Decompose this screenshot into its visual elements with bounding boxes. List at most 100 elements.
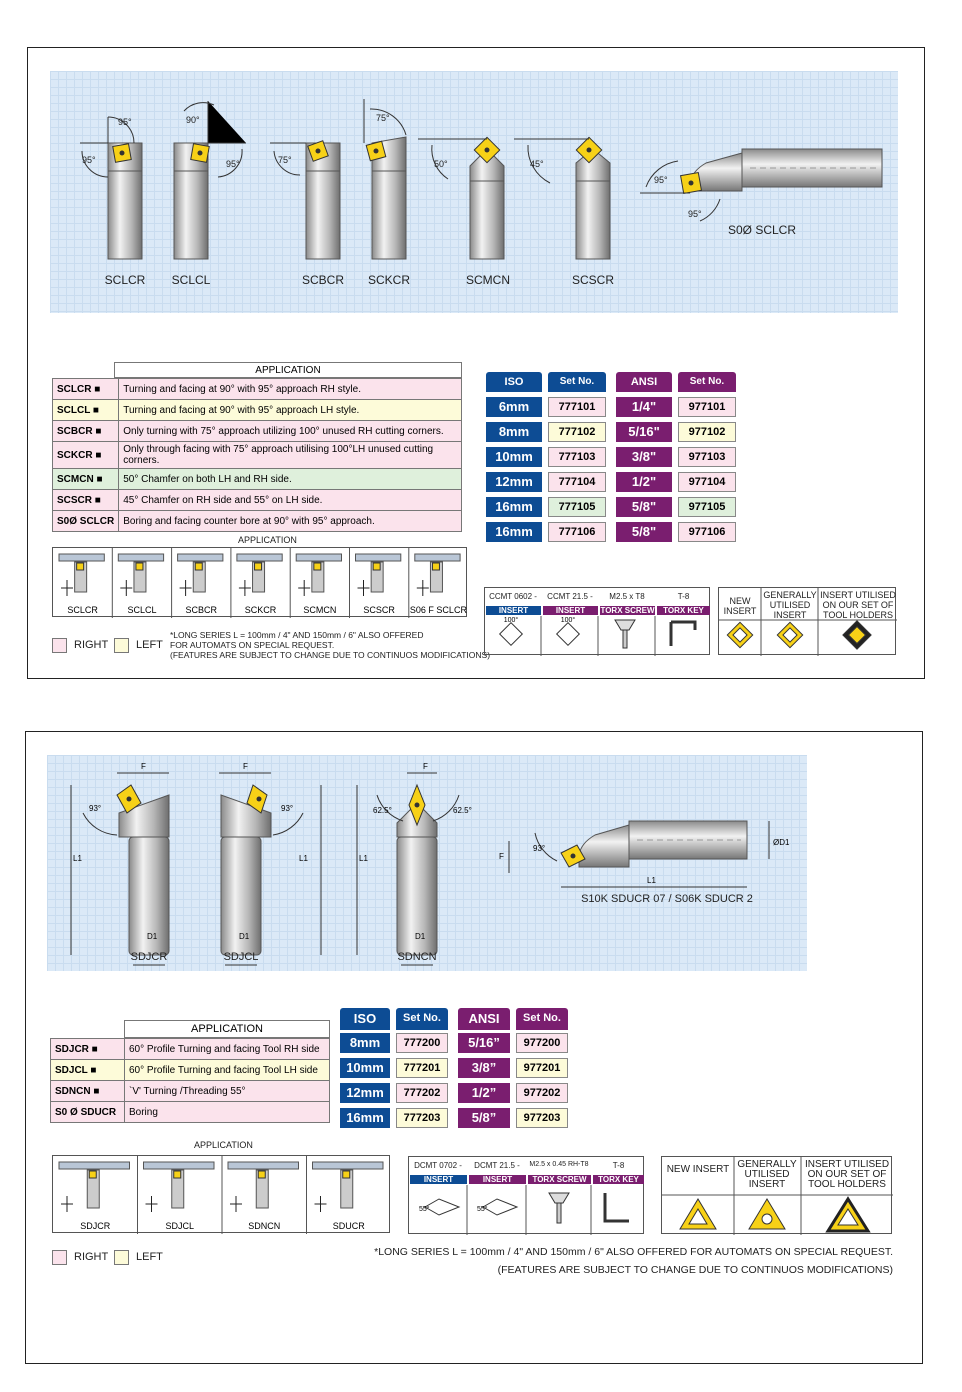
size-cell-set: 777106 [548, 522, 606, 542]
legend-right-swatch [52, 1250, 67, 1265]
tool-holders-illustration: 95° 95° 90° 95° 75° 75° 50° 45° 95° 95° [80, 99, 883, 260]
parts-tag: INSERT [543, 606, 598, 615]
angle-label: 50° [434, 159, 448, 169]
application-icon-label: SDNCN [248, 1221, 280, 1231]
legend-right-label: RIGHT [74, 1251, 109, 1263]
angle-label: 95° [226, 159, 240, 169]
application-icon: SDNCN [227, 1161, 299, 1231]
desc-cell: Turning and facing at 90° with 95° appro… [118, 399, 462, 421]
application-icon: SCBCR [177, 553, 224, 615]
size-cell-iso: 16mm [486, 522, 542, 542]
dim-l1-label: L1 [359, 854, 368, 863]
tool-sducr [508, 820, 770, 888]
insert-angle-label: 55° [477, 1205, 488, 1213]
desc-cell: 50° Chamfer on both LH and RH side. [118, 468, 462, 490]
code-cell: S0Ø SCLCR [51, 510, 120, 532]
application-header: APPLICATION [114, 362, 462, 378]
table-row: SCMCN ■50° Chamfer on both LH and RH sid… [51, 468, 462, 490]
size-cell-set2: 977202 [516, 1083, 568, 1103]
size-cell-set2: 977103 [678, 447, 736, 467]
footnote: *LONG SERIES L = 100mm / 4" AND 150mm / … [170, 630, 491, 660]
application-icon: S06 F SCLCR [410, 553, 467, 615]
desc-cell: Only turning with 75° approach utilizing… [118, 420, 462, 442]
iso-header: ISO [486, 372, 542, 392]
application-icon: SCLCR [58, 553, 105, 615]
legend-left-label: LEFT [136, 1251, 163, 1263]
parts-tag: TORX KEY [593, 1175, 644, 1184]
parts-box: DCMT 0702 - DCMT 21.5 - M2.5 x 0.45 RH-T… [408, 1156, 644, 1235]
code-cell: SDNCN ■ [50, 1080, 125, 1102]
parts-tag: INSERT [486, 606, 541, 615]
set-no-header: Set No. [548, 372, 606, 392]
application-icon-label: SDJCL [165, 1221, 194, 1231]
parts-tag: INSERT [469, 1175, 526, 1184]
parts-box: CCMT 0602 - CCMT 21.5 - M2.5 x T8 T-8 IN… [484, 587, 710, 656]
parts-tag: TORX SCREW [528, 1175, 591, 1184]
application-strip-title: APPLICATION [238, 535, 297, 545]
code-cell: SCBCR ■ [51, 420, 120, 442]
dim-f-label: F [243, 762, 248, 771]
size-cell-iso: 8mm [486, 422, 542, 442]
insert-label: GENERALLY UTILISED INSERT [737, 1159, 797, 1190]
dim-f-label: F [141, 762, 146, 771]
angle-label: 75° [376, 113, 390, 123]
desc-cell: Boring and facing counter bore at 90° wi… [118, 510, 462, 532]
dim-f-label: F [499, 852, 504, 861]
angle-label: 95° [654, 175, 668, 185]
tool-s0-sclcr [640, 148, 883, 222]
parts-head: CCMT 0602 - [489, 592, 537, 601]
size-cell-iso: 16mm [340, 1108, 390, 1128]
insert-angle-label: 55° [419, 1205, 430, 1213]
size-cell-set2: 977105 [678, 497, 736, 517]
dim-l1-label: L1 [647, 876, 656, 885]
table-row: SDJCL ■60° Profile Turning and facing To… [50, 1059, 330, 1081]
tool-label: SDJCR [130, 951, 168, 963]
size-cell-set2: 977101 [678, 397, 736, 417]
insert-label: NEW INSERT [666, 1164, 730, 1175]
dim-l1-label: L1 [299, 854, 308, 863]
table-row: SDNCN ■`V' Turning /Threading 55° [50, 1080, 330, 1102]
tool-label: S10K SDUCR 07 / S06K SDUCR 2 [581, 893, 753, 905]
angle-label: 93° [281, 804, 293, 813]
code-cell: SDJCR ■ [50, 1038, 125, 1060]
tool-sckcr [363, 99, 407, 260]
desc-cell: Only through facing with 75° approach ut… [118, 441, 462, 469]
table-row: SCBCR ■Only turning with 75° approach ut… [51, 420, 462, 442]
tool-label: SDJCL [223, 951, 259, 963]
table-row: SCLCR ■Turning and facing at 90° with 95… [51, 378, 462, 400]
size-cell-ansi: 3/8” [458, 1058, 510, 1078]
dim-od1-label: ØD1 [773, 838, 790, 847]
set-no-header: Set No. [516, 1008, 568, 1030]
desc-cell: Turning and facing at 90° with 95° appro… [118, 378, 462, 400]
parts-head: T-8 [612, 1161, 625, 1170]
set-no-header: Set No. [678, 372, 736, 392]
code-cell: S0 Ø SDUCR [50, 1101, 125, 1123]
tool-label: SCLCL [171, 273, 211, 287]
size-cell-ansi: 5/8" [616, 497, 672, 517]
application-icon-label: SCKCR [245, 605, 277, 615]
legend-left-swatch [114, 638, 129, 653]
size-cell-set2: 977102 [678, 422, 736, 442]
footnote-line-1: *LONG SERIES L = 100mm / 4" AND 150mm / … [374, 1246, 893, 1258]
parts-icons: 100° 100° [498, 616, 697, 656]
application-icon-label: SCSCR [363, 605, 395, 615]
size-cell-iso: 10mm [340, 1058, 390, 1078]
size-cell-set: 777203 [396, 1108, 448, 1128]
insert-icons [662, 1157, 893, 1235]
desc-cell: 60° Profile Turning and facing Tool RH s… [124, 1038, 330, 1060]
parts-head: DCMT 0702 - [414, 1161, 462, 1170]
desc-cell: Boring [124, 1101, 330, 1123]
application-table: SCLCR ■Turning and facing at 90° with 95… [51, 378, 462, 532]
parts-tag: TORX KEY [657, 606, 710, 615]
parts-head: CCMT 21.5 - [547, 592, 593, 601]
size-cell-ansi: 5/8” [458, 1108, 510, 1128]
desc-cell: `V' Turning /Threading 55° [124, 1080, 330, 1102]
size-cell-set: 777102 [548, 422, 606, 442]
size-cell-ansi: 3/8" [616, 447, 672, 467]
dim-d1-label: D1 [239, 932, 250, 941]
insert-icons [719, 588, 897, 656]
size-cell-set2: 977203 [516, 1108, 568, 1128]
